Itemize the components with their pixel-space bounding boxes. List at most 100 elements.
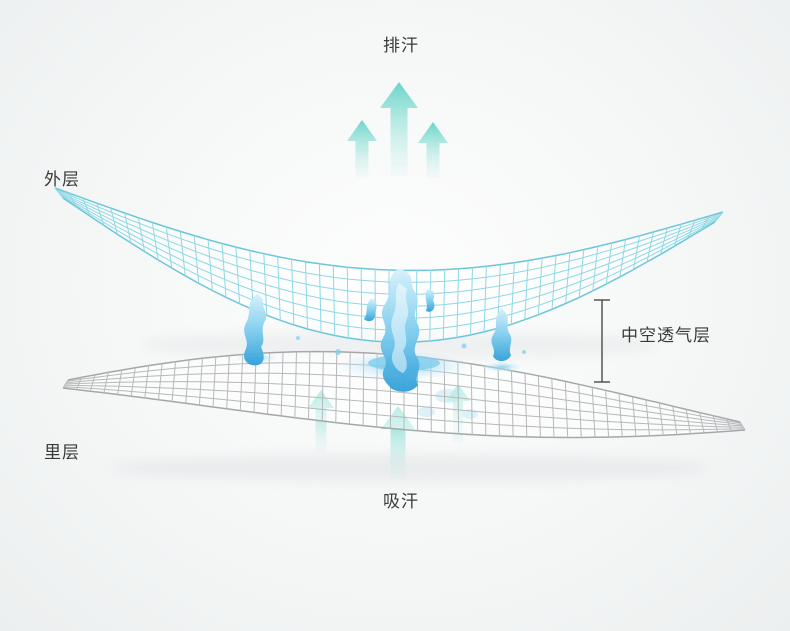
mesh-col-line xyxy=(89,374,96,392)
mesh-col-line xyxy=(658,402,664,436)
mesh-col-line xyxy=(551,378,555,438)
label-inner-layer: 里层 xyxy=(44,443,80,462)
mesh-col-line xyxy=(497,368,500,437)
mesh-col-line xyxy=(151,222,159,260)
mesh-col-line xyxy=(660,227,668,255)
mesh-col-line xyxy=(739,421,746,431)
mesh-col-line xyxy=(645,399,650,436)
mesh-col-line xyxy=(263,253,268,316)
mesh-col-line xyxy=(291,259,295,325)
water-jet-highlight xyxy=(391,283,409,373)
mesh-col-line xyxy=(564,381,569,438)
mesh-col-line xyxy=(193,235,200,284)
label-outer-layer: 外层 xyxy=(44,170,80,189)
mesh-col-line xyxy=(524,373,528,437)
mesh-col-line xyxy=(165,226,173,269)
mesh-col-line xyxy=(591,387,596,438)
mesh-col-line xyxy=(537,258,543,315)
mesh-col-line xyxy=(124,212,132,244)
mesh-col-line xyxy=(360,268,363,340)
mesh-col-line xyxy=(700,215,710,231)
mesh-col-line xyxy=(138,217,145,252)
mesh-col-line xyxy=(470,363,473,435)
mesh-col-line xyxy=(524,260,529,320)
mesh-col-line xyxy=(110,207,118,235)
mesh-col-line xyxy=(537,375,541,438)
mesh-col-line xyxy=(239,354,244,411)
mesh-col-line xyxy=(305,261,308,330)
mesh-col-line xyxy=(673,224,682,247)
mesh-col-line xyxy=(82,197,91,217)
mesh-col-line xyxy=(267,352,271,415)
label-expel-sweat: 排汗 xyxy=(383,36,419,55)
mesh-col-line xyxy=(714,211,724,223)
mesh-col-line xyxy=(633,235,640,270)
mesh-col-line xyxy=(335,351,338,423)
mesh-col-line xyxy=(332,265,336,336)
up-arrow-icon xyxy=(418,122,448,178)
water-jet-left xyxy=(244,294,267,366)
mesh-col-line xyxy=(62,379,69,389)
mesh-col-line xyxy=(68,192,78,208)
mesh-col-line xyxy=(510,262,515,325)
mesh-col-line xyxy=(578,249,585,298)
mesh-col-line xyxy=(294,351,297,418)
mesh-col-line xyxy=(130,367,136,397)
mesh-col-line xyxy=(226,355,230,409)
up-arrow-icon xyxy=(347,120,377,178)
mesh-col-line xyxy=(712,415,719,433)
mesh-col-line xyxy=(76,377,82,390)
label-gap-layer: 中空透气层 xyxy=(621,326,711,345)
mesh-col-line xyxy=(54,187,64,199)
water-splashes xyxy=(244,269,512,392)
mesh-col-line xyxy=(470,267,473,336)
mesh-col-line xyxy=(699,412,705,434)
mesh-col-line xyxy=(235,247,241,304)
mesh-col-line xyxy=(442,269,446,340)
mesh-col-line xyxy=(619,239,627,277)
mesh-col-line xyxy=(221,243,227,298)
mesh-col-line xyxy=(618,393,623,437)
mesh-col-line xyxy=(318,263,322,333)
mesh-col-line xyxy=(456,268,460,338)
mesh-col-line xyxy=(551,255,557,310)
mesh-sheet xyxy=(55,188,723,343)
bottom-shadow xyxy=(110,454,710,482)
mesh-col-line xyxy=(103,372,109,393)
mesh-col-line xyxy=(179,231,186,276)
mesh-col-line xyxy=(565,252,571,304)
mesh-col-line xyxy=(277,256,281,321)
gap-measure-bracket xyxy=(594,299,610,383)
mesh-col-line xyxy=(185,359,190,404)
mesh-col-line xyxy=(511,370,514,437)
mesh-col-line xyxy=(605,242,613,285)
mesh-col-line xyxy=(484,365,487,436)
mesh-col-line xyxy=(483,266,487,332)
mesh-col-line xyxy=(308,351,311,420)
water-jet-right xyxy=(491,308,512,362)
mesh-col-line xyxy=(198,358,203,406)
mesh-col-line xyxy=(280,352,284,416)
mesh-col-line xyxy=(158,363,163,400)
mesh-col-line xyxy=(144,365,150,398)
mesh-col-line xyxy=(346,267,349,339)
mesh-col-line xyxy=(672,406,678,435)
mesh-col-line xyxy=(207,239,213,291)
up-arrow-icon xyxy=(380,82,418,176)
mesh-col-line xyxy=(632,396,637,437)
mesh-col-line xyxy=(592,246,599,291)
mesh-col-line xyxy=(605,390,610,438)
mesh-col-line xyxy=(96,203,105,226)
mesh-col-line xyxy=(321,351,324,422)
mesh-col-line xyxy=(578,384,582,438)
expel-arrows xyxy=(347,82,448,178)
mesh-col-line xyxy=(726,418,732,432)
mesh-col-line xyxy=(687,219,696,239)
mesh-col-line xyxy=(117,370,123,395)
mesh-col-line xyxy=(646,231,654,263)
water-jet-center-arm-left xyxy=(364,298,377,322)
mesh-col-line xyxy=(212,356,217,408)
mesh-col-line xyxy=(685,409,691,434)
